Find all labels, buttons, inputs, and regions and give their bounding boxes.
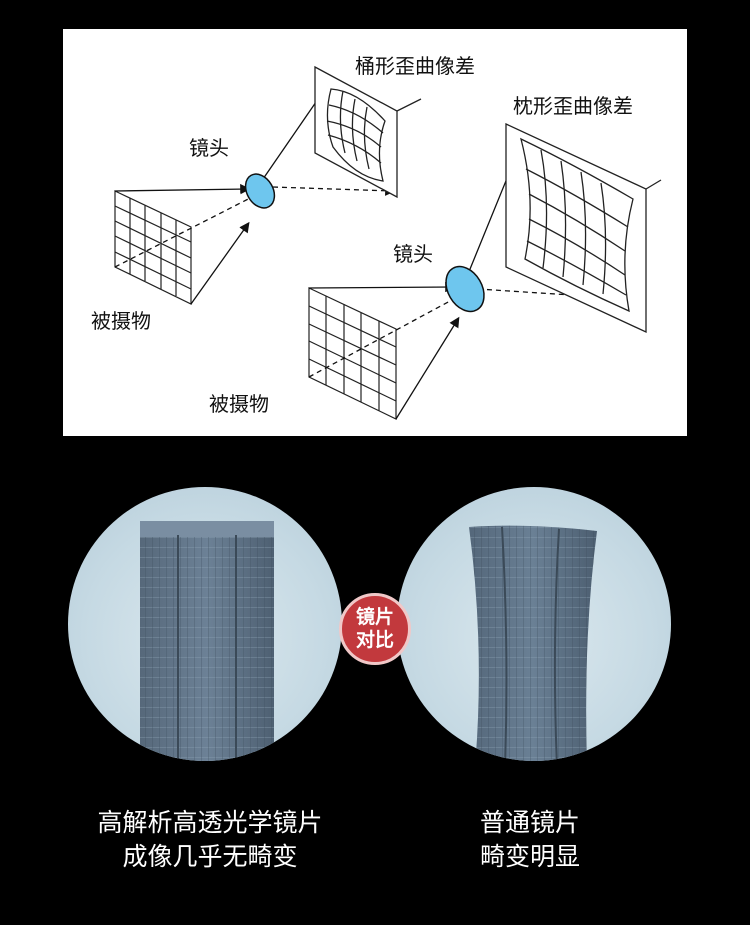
screen-2 (505, 122, 662, 334)
left-caption-line-1: 高解析高透光学镜片 (97, 808, 323, 837)
lens-label-2: 镜头 (393, 242, 433, 266)
object-grid-1 (114, 190, 192, 305)
right-caption-line-2: 畸变明显 (479, 842, 580, 871)
badge-line-1: 镜片 (355, 606, 394, 628)
distortion-diagram: 桶形歪曲像差 枕形歪曲像差 镜头 镜头 被摄物 被摄物 (63, 29, 687, 436)
barrel-distortion-label: 桶形歪曲像差 (355, 54, 475, 78)
object-grid-2 (308, 287, 397, 420)
high-quality-lens-view (68, 487, 342, 761)
right-caption-line-1: 普通镜片 (479, 808, 580, 837)
lens-comparison-badge: 镜片 对比 (339, 593, 411, 665)
lens-label-1: 镜头 (189, 136, 229, 160)
high-quality-lens-caption: 高解析高透光学镜片 成像几乎无畸变 (60, 806, 360, 874)
straight-building-image (140, 521, 274, 761)
lens-1 (244, 173, 276, 209)
badge-line-2: 对比 (355, 629, 394, 651)
distorted-building-image (469, 525, 597, 761)
lens-2 (445, 265, 485, 313)
pincushion-distortion-label: 枕形歪曲像差 (513, 94, 633, 118)
object-label-1: 被摄物 (91, 309, 151, 333)
distortion-diagram-svg: 桶形歪曲像差 枕形歪曲像差 镜头 镜头 被摄物 被摄物 (91, 54, 662, 420)
left-caption-line-2: 成像几乎无畸变 (122, 842, 298, 871)
ordinary-lens-caption: 普通镜片 畸变明显 (420, 806, 640, 874)
ordinary-lens-view (397, 487, 671, 761)
object-label-2: 被摄物 (209, 392, 269, 416)
screen-1 (314, 65, 422, 199)
